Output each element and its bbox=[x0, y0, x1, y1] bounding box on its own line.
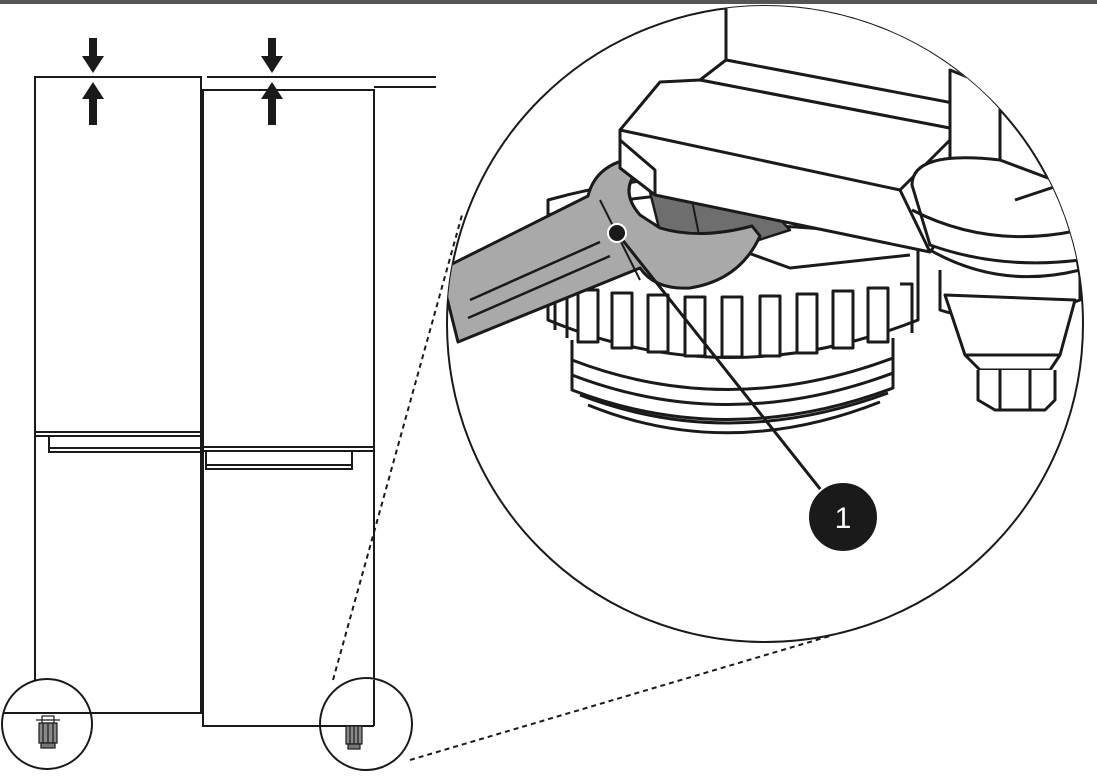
leveling-foot-icon bbox=[36, 715, 60, 749]
zoom-guide-line bbox=[409, 635, 831, 761]
arrow-up-icon bbox=[261, 82, 283, 125]
arrow-up-icon bbox=[82, 82, 104, 125]
arrow-down-icon bbox=[261, 38, 283, 73]
arrow-down-icon bbox=[82, 38, 104, 73]
callout-anchor bbox=[607, 223, 627, 243]
callout-1: 1 bbox=[807, 481, 879, 553]
left-door bbox=[34, 76, 202, 714]
left-foot-detail bbox=[1, 678, 93, 770]
right-foot-detail bbox=[319, 677, 413, 771]
top-border bbox=[0, 0, 1097, 4]
callout-number: 1 bbox=[835, 502, 852, 535]
leveling-foot-icon bbox=[345, 725, 363, 750]
callout-circle bbox=[807, 481, 879, 553]
right-door bbox=[202, 89, 375, 727]
callout-leader bbox=[615, 232, 842, 515]
